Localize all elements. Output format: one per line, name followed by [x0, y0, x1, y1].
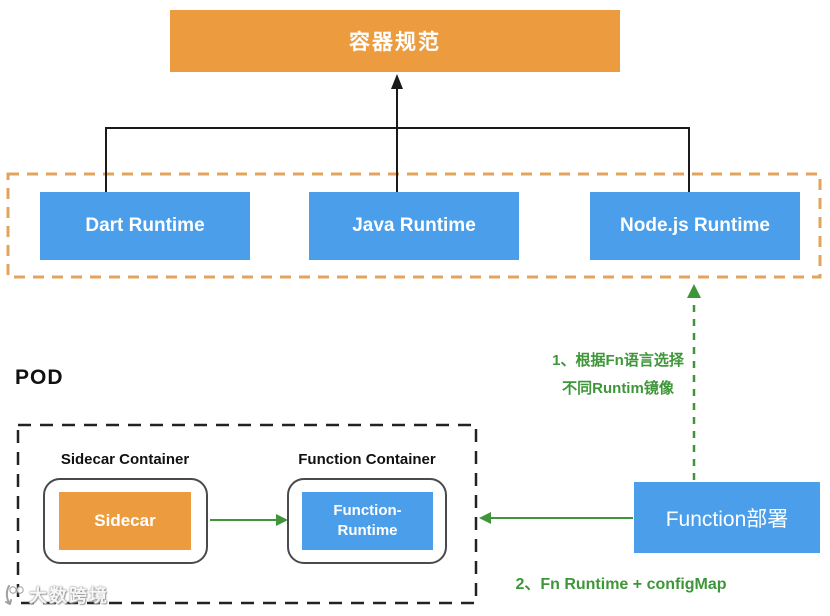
- arrow-right-green-icon: [276, 514, 288, 526]
- function-runtime-box: Function- Runtime: [302, 492, 433, 550]
- container-spec-box: 容器规范: [170, 10, 620, 72]
- sidecar-container-title: Sidecar Container: [60, 451, 190, 468]
- watermark-logo-icon: [5, 585, 24, 605]
- watermark-text: 大数跨境: [29, 586, 109, 606]
- java-runtime-label: Java Runtime: [352, 215, 476, 236]
- annotation-step1-line2: 不同Runtim镜像: [562, 380, 674, 397]
- arrow-up-black-icon: [391, 74, 403, 89]
- arrow-up-green-icon: [687, 284, 701, 298]
- java-runtime-box: Java Runtime: [309, 192, 519, 260]
- pod-label: POD: [15, 366, 64, 389]
- annotation-step1-line1: 1、根据Fn语言选择: [552, 352, 684, 369]
- nodejs-runtime-label: Node.js Runtime: [620, 215, 770, 236]
- arrow-left-green-icon: [479, 512, 491, 524]
- sidecar-box: Sidecar: [59, 492, 191, 550]
- watermark: 大数跨境: [2, 582, 109, 608]
- container-spec-label: 容器规范: [349, 31, 441, 54]
- nodejs-runtime-box: Node.js Runtime: [590, 192, 800, 260]
- sidecar-label: Sidecar: [94, 511, 156, 530]
- function-container-title: Function Container: [298, 451, 436, 468]
- pod-dashed-border: [16, 423, 478, 605]
- annotation-step1: 1、根据Fn语言选择 不同Runtim镜像: [536, 347, 700, 403]
- function-runtime-label-line1: Function-: [333, 501, 402, 519]
- annotation-step2: 2、Fn Runtime + configMap: [515, 576, 727, 593]
- function-runtime-label-line2: Runtime: [337, 522, 398, 539]
- runtime-group-dashed-border: [6, 172, 822, 279]
- dart-runtime-label: Dart Runtime: [85, 215, 205, 236]
- function-deploy-box: Function部署: [634, 482, 820, 553]
- function-deploy-label: Function部署: [665, 507, 789, 531]
- dart-runtime-box: Dart Runtime: [40, 192, 250, 260]
